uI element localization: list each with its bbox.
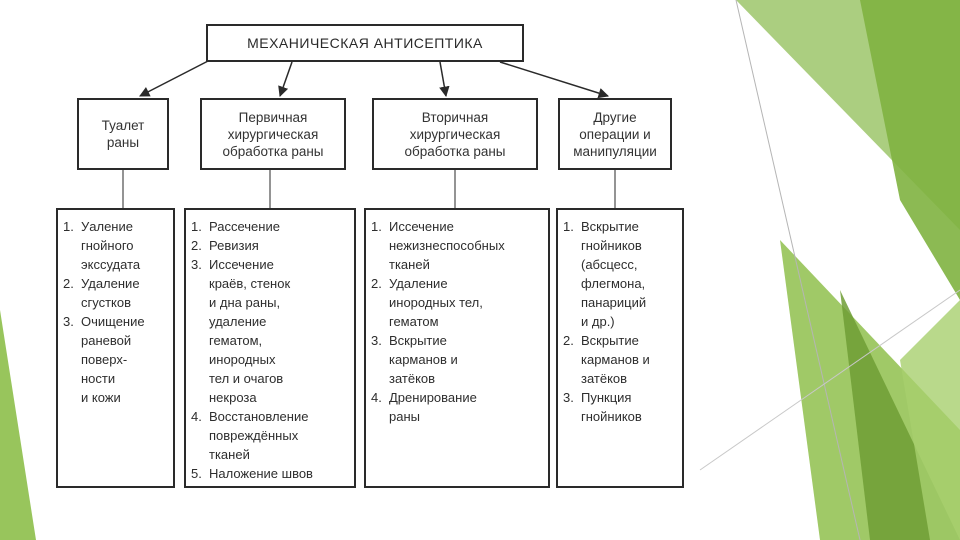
item-text: Иссечение нежизнеспособных тканей bbox=[389, 219, 505, 272]
item-number: 1. bbox=[371, 219, 382, 234]
list-item: 2. Вскрытие карманов и затёков bbox=[563, 331, 678, 388]
item-text: Дренирование раны bbox=[389, 390, 477, 424]
item-text: Восстановление повреждённых тканей bbox=[209, 409, 309, 462]
list-item: 3. Иссечение краёв, стенок и дна раны, уд… bbox=[191, 255, 350, 407]
item-number: 4. bbox=[191, 409, 202, 424]
arrow-to-toilet bbox=[139, 59, 211, 97]
item-text: Очищение раневой поверх- ности и кожи bbox=[81, 314, 145, 405]
item-text: Иссечение краёв, стенок и дна раны, удал… bbox=[209, 257, 291, 405]
heading-primary: Первичная хирургическая обработка раны bbox=[200, 98, 346, 170]
item-text: Пункция гнойников bbox=[581, 390, 642, 424]
item-text: Ревизия bbox=[209, 238, 259, 253]
item-number: 3. bbox=[63, 314, 74, 329]
list-secondary: 1. Иссечение нежизнеспособных тканей 2. Уд… bbox=[364, 208, 550, 488]
item-number: 2. bbox=[371, 276, 382, 291]
list-other: 1. Вскрытие гнойников (абсцесс, флегмона,… bbox=[556, 208, 684, 488]
list-item: 3. Пункция гнойников bbox=[563, 388, 678, 426]
item-number: 3. bbox=[191, 257, 202, 272]
green-triangle-bottom-right bbox=[900, 300, 960, 540]
heading-secondary-text: Вторичная хирургическая обработка раны bbox=[404, 109, 506, 159]
heading-secondary: Вторичная хирургическая обработка раны bbox=[372, 98, 538, 170]
item-text: Наложение швов bbox=[209, 466, 313, 481]
item-number: 1. bbox=[191, 219, 202, 234]
list-item: 2. Удаление инородных тел, гематом bbox=[371, 274, 544, 331]
arrow-to-primary bbox=[278, 61, 293, 97]
list-item: 1. Вскрытие гнойников (абсцесс, флегмона,… bbox=[563, 217, 678, 331]
heading-toilet-text: Туалет раны bbox=[101, 118, 145, 150]
item-text: Вскрытие гнойников (абсцесс, флегмона, п… bbox=[581, 219, 647, 329]
list-item: 1. Уаление гнойного экссудата bbox=[63, 217, 169, 274]
item-text: Рассечение bbox=[209, 219, 280, 234]
list-item: 5. Наложение швов bbox=[191, 464, 350, 483]
item-text: Вскрытие карманов и затёков bbox=[581, 333, 650, 386]
arrow-to-secondary bbox=[439, 61, 450, 98]
list-item: 2. Ревизия bbox=[191, 236, 350, 255]
list-item: 3. Вскрытие карманов и затёков bbox=[371, 331, 544, 388]
heading-other: Другие операции и манипуляции bbox=[558, 98, 672, 170]
item-number: 2. bbox=[563, 333, 574, 348]
list-primary: 1. Рассечение 2. Ревизия 3. Иссечение краёв… bbox=[184, 208, 356, 488]
diagram-title: МЕХАНИЧЕСКАЯ АНТИСЕПТИКА bbox=[206, 24, 524, 62]
list-item: 4. Дренирование раны bbox=[371, 388, 544, 426]
item-text: Уаление гнойного экссудата bbox=[81, 219, 141, 272]
item-number: 1. bbox=[63, 219, 74, 234]
item-number: 1. bbox=[563, 219, 574, 234]
list-toilet: 1. Уаление гнойного экссудата 2. Удаление … bbox=[56, 208, 175, 488]
item-number: 4. bbox=[371, 390, 382, 405]
thin-line-deco-1 bbox=[735, 0, 861, 540]
arrow-to-other bbox=[499, 61, 610, 99]
heading-other-text: Другие операции и манипуляции bbox=[573, 109, 657, 159]
item-number: 2. bbox=[63, 276, 74, 291]
item-number: 2. bbox=[191, 238, 202, 253]
list-item: 1. Иссечение нежизнеспособных тканей bbox=[371, 217, 544, 274]
item-number: 3. bbox=[371, 333, 382, 348]
item-number: 5. bbox=[191, 466, 202, 481]
thin-line-deco-2 bbox=[699, 289, 960, 471]
heading-toilet: Туалет раны bbox=[77, 98, 169, 170]
heading-primary-text: Первичная хирургическая обработка раны bbox=[222, 109, 324, 159]
list-item: 4. Восстановление повреждённых тканей bbox=[191, 407, 350, 464]
item-number: 3. bbox=[563, 390, 574, 405]
list-item: 2. Удаление сгустков bbox=[63, 274, 169, 312]
green-triangle-right-upper bbox=[860, 0, 960, 300]
item-text: Удаление сгустков bbox=[81, 276, 140, 310]
list-item: 3. Очищение раневой поверх- ности и кожи bbox=[63, 312, 169, 407]
item-text: Вскрытие карманов и затёков bbox=[389, 333, 458, 386]
list-item: 1. Рассечение bbox=[191, 217, 350, 236]
item-text: Удаление инородных тел, гематом bbox=[389, 276, 483, 329]
green-triangle-bottom-left bbox=[0, 310, 36, 540]
